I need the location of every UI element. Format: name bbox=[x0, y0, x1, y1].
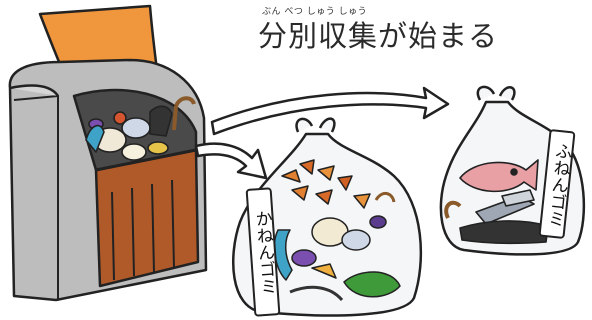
title-ruby: ぶん べつ しゅう しゅう bbox=[262, 7, 368, 17]
garbage-pile bbox=[85, 96, 196, 161]
page-title: 分別収集が始まる bbox=[258, 19, 499, 53]
burnable-garbage-bag-icon bbox=[231, 117, 423, 317]
arrow-to-burnable bbox=[194, 142, 268, 180]
burnable-contents bbox=[273, 159, 401, 302]
garbage-collector-bin-icon bbox=[8, 4, 208, 302]
nonburnable-contents bbox=[444, 159, 549, 245]
arrow-to-nonburnable bbox=[210, 86, 450, 136]
bin-front-panel bbox=[94, 148, 200, 288]
fish-icon bbox=[459, 159, 539, 193]
arrow-icon bbox=[194, 86, 450, 180]
